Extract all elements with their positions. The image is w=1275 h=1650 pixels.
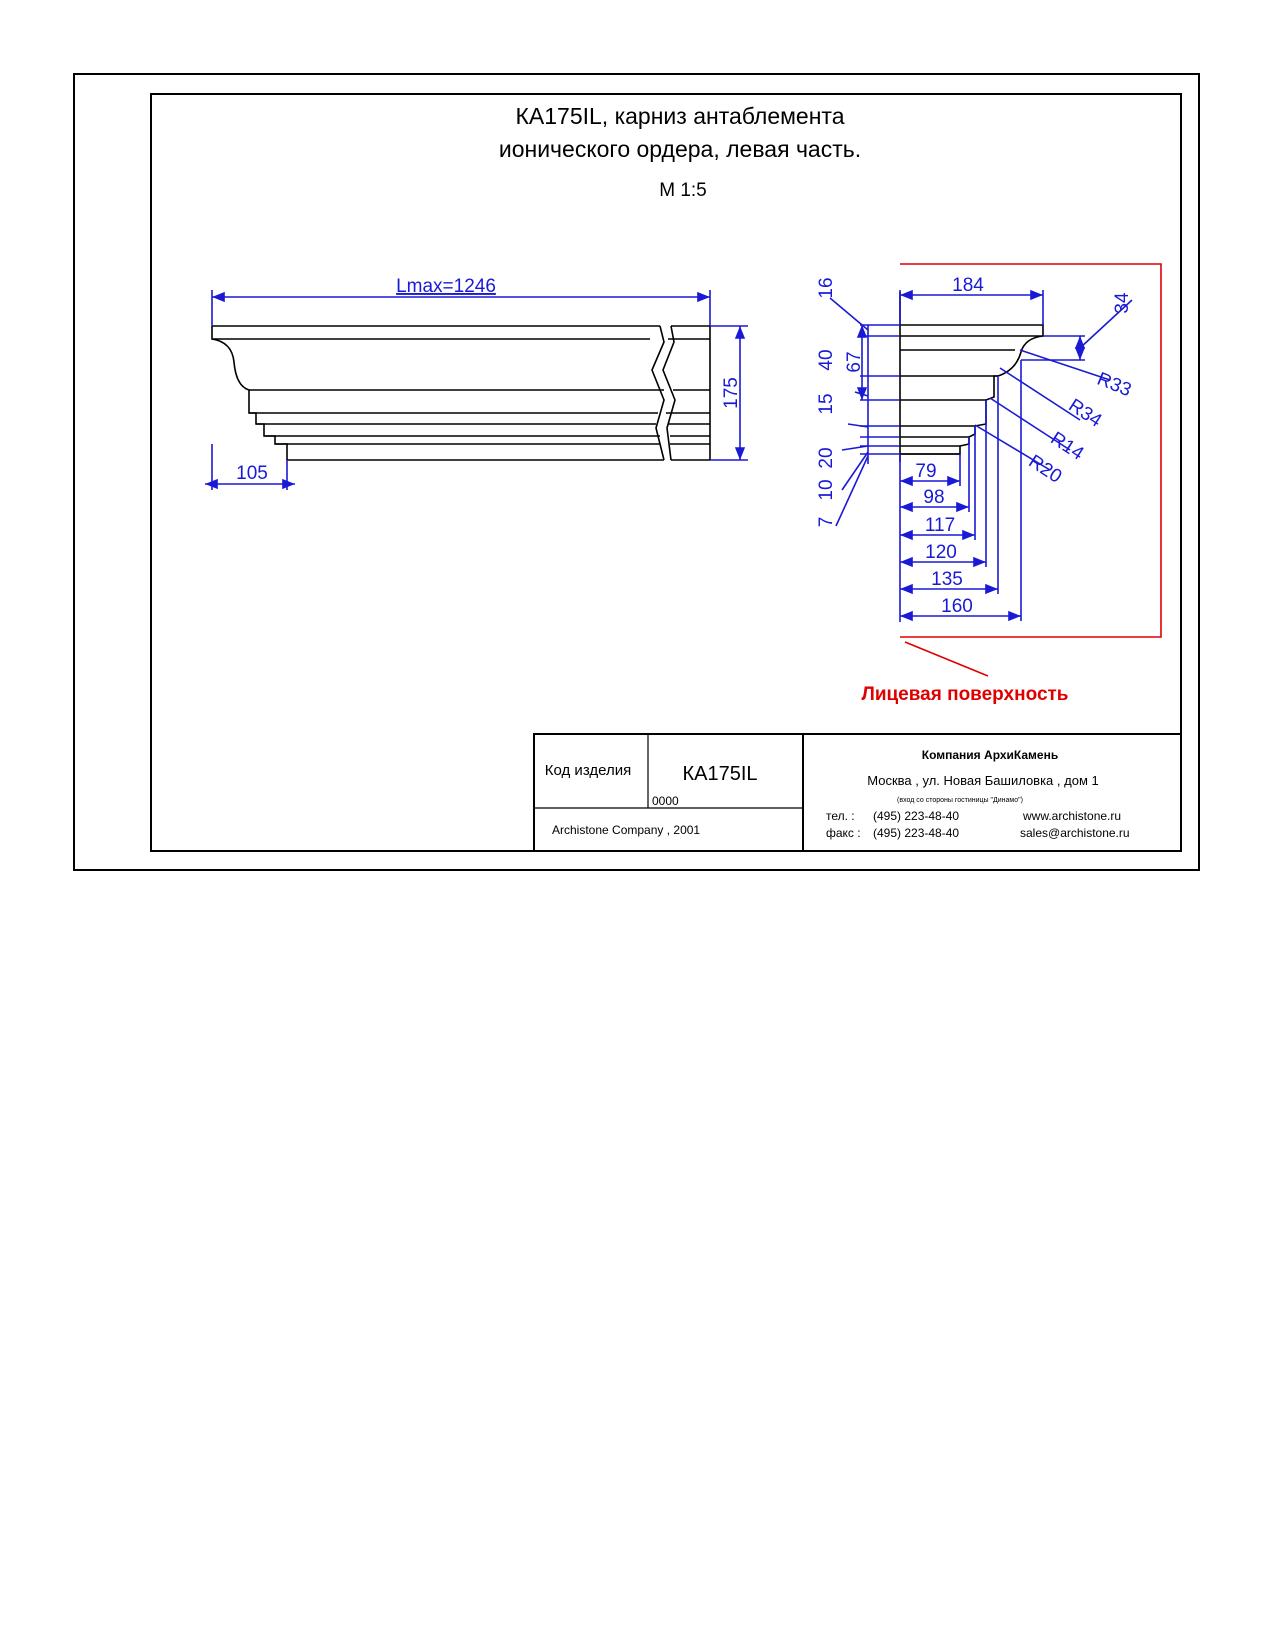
code-label: Код изделия [545, 762, 631, 779]
company-name: Компания АрхиКамень [922, 748, 1058, 762]
bottom-dim-135: 135 [931, 569, 963, 590]
profile-top-width-label: 184 [952, 275, 984, 296]
radius-r20: R20 [1025, 451, 1066, 488]
bottom-dim-160: 160 [941, 596, 973, 617]
drawing-number: 0000 [652, 794, 679, 808]
left-dim-40: 40 [816, 349, 837, 370]
front-view-dimensions [205, 290, 748, 490]
company-address: Москва , ул. Новая Башиловка , дом 1 [867, 773, 1098, 788]
left-dim-7: 7 [816, 517, 837, 528]
fax-number: (495) 223-48-40 [873, 826, 959, 840]
bottom-dim-98: 98 [923, 487, 944, 508]
inner-frame [150, 93, 1182, 852]
code-value: КА175IL [682, 763, 757, 785]
radius-r34: R34 [1065, 395, 1106, 432]
profile-dimensions [829, 289, 1133, 622]
company-address-note: (вход со стороны гостиницы "Динамо") [897, 797, 1023, 804]
left-dim-16: 16 [816, 277, 837, 298]
left-dim-15: 15 [816, 393, 837, 414]
copyright: Archistone Company , 2001 [552, 823, 700, 837]
left-dim-10: 10 [816, 479, 837, 500]
drawing-title-line2: ионического ордера, левая часть. [499, 136, 861, 162]
drawing-title-line1: КА175IL, карниз антаблемента [516, 103, 845, 129]
left-dim-20: 20 [816, 447, 837, 468]
length-dimension-label: Lmax=1246 [396, 276, 496, 297]
right-dim-34: 34 [1112, 292, 1133, 314]
bottom-dim-79: 79 [915, 461, 936, 482]
base-dimension-label: 105 [236, 463, 268, 484]
website: www.archistone.ru [1022, 809, 1121, 823]
bottom-dim-120: 120 [925, 542, 957, 563]
outer-frame [73, 73, 1200, 871]
left-dim-67: 67 [844, 351, 865, 372]
face-surface-label: Лицевая поверхность [861, 684, 1068, 705]
tel-label: тел. : [826, 809, 855, 823]
drawing-scale: М 1:5 [659, 180, 707, 201]
fax-label: факс : [826, 826, 861, 840]
tel-number: (495) 223-48-40 [873, 809, 959, 823]
bottom-dim-117: 117 [925, 515, 955, 536]
face-surface-boundary [900, 263, 1162, 677]
front-view [211, 325, 711, 461]
email: sales@archistone.ru [1020, 826, 1130, 840]
radius-r33: R33 [1094, 369, 1134, 402]
height-dimension-label: 175 [721, 377, 742, 409]
title-block [533, 733, 1182, 852]
radius-r14: R14 [1047, 428, 1088, 465]
